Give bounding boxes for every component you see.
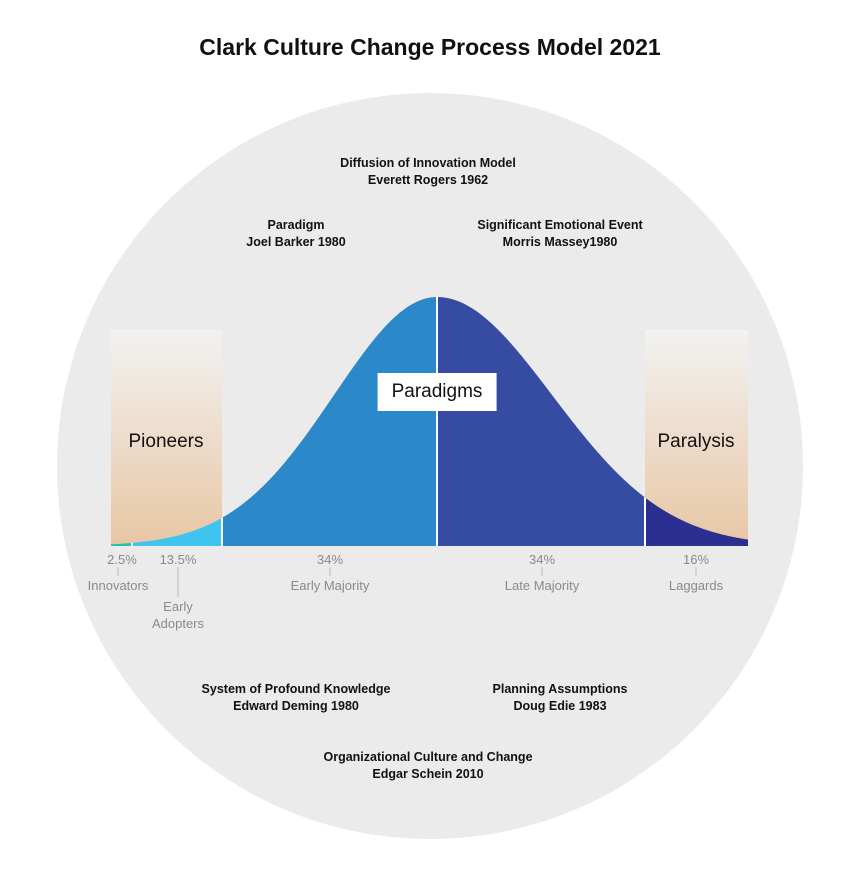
reference-diffusion-of-innovation: Diffusion of Innovation Model Everett Ro… [340,155,516,189]
reference-name: Organizational Culture and Change [323,750,533,764]
label-leader-lines [117,567,697,597]
reference-author: Edgar Schein 2010 [372,767,484,781]
reference-planning-assumptions: Planning Assumptions Doug Edie 1983 [493,681,628,715]
diagram-title: Clark Culture Change Process Model 2021 [199,34,661,60]
segment-laggards [645,497,748,546]
reference-name: Diffusion of Innovation Model [340,156,516,170]
paradigms-label: Paradigms [377,373,497,411]
label-innovators: Innovators [87,578,149,593]
reference-author: Doug Edie 1983 [513,699,607,713]
label-late-majority: Late Majority [504,578,580,593]
reference-name: Planning Assumptions [492,682,628,696]
reference-paradigm: Paradigm Joel Barker 1980 [246,217,345,251]
reference-author: Joel Barker 1980 [246,235,346,249]
label-early-adopters-line1: Early [163,599,193,614]
label-laggards: Laggards [668,578,724,593]
segment-dividers [131,297,646,546]
reference-name: Significant Emotional Event [477,218,643,232]
segment-early-adopters [132,517,222,546]
pioneers-panel [111,330,222,546]
segment-innovators [111,542,132,546]
pioneers-label: Pioneers [128,431,204,452]
percent-early-majority: 34% [316,552,344,567]
percent-laggards: 16% [682,552,710,567]
label-early-adopters: Early Adopters [152,598,204,632]
reference-name: System of Profound Knowledge [201,682,391,696]
percent-early-adopters: 13.5% [159,552,197,567]
label-early-majority: Early Majority [290,578,370,593]
reference-author: Edward Deming 1980 [233,699,359,713]
segment-late-majority [437,297,645,546]
paralysis-label: Paralysis [657,431,735,452]
reference-significant-emotional-event: Significant Emotional Event Morris Masse… [477,217,642,251]
segment-early-majority [222,297,437,546]
reference-name: Paradigm [267,218,325,232]
reference-organizational-culture: Organizational Culture and Change Edgar … [323,749,532,783]
reference-author: Everett Rogers 1962 [367,173,489,187]
reference-system-of-profound-knowledge: System of Profound Knowledge Edward Demi… [202,681,391,715]
label-early-adopters-line2: Adopters [151,616,205,631]
percent-innovators: 2.5% [107,552,137,567]
percent-late-majority: 34% [528,552,556,567]
reference-author: Morris Massey1980 [502,235,618,249]
